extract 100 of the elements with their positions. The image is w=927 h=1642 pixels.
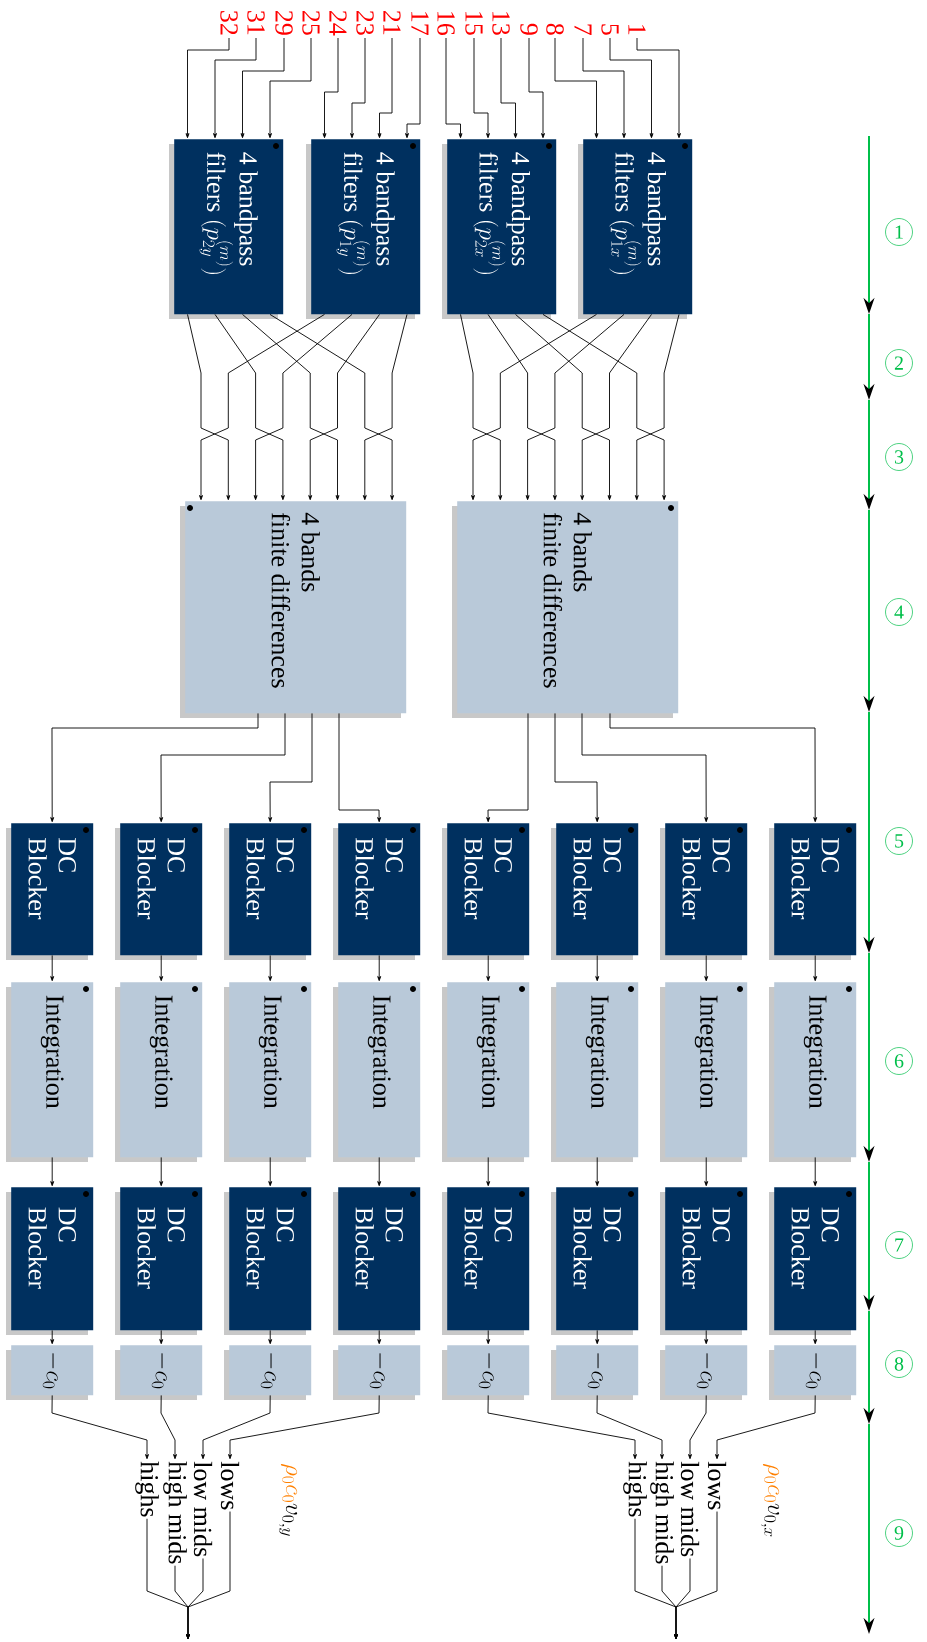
arrow <box>159 1329 164 1345</box>
arrow <box>322 37 339 139</box>
input-number: 21 <box>383 10 401 35</box>
band-label: lows <box>220 1461 240 1510</box>
arrow <box>242 313 340 501</box>
arrow <box>253 313 353 501</box>
arrow <box>159 954 164 982</box>
process-box: Integration <box>660 982 748 1162</box>
input-number: 31 <box>247 11 265 35</box>
arrow <box>50 954 55 982</box>
process-box: 4 bandpass filters $(p_{2y}^{(m)})$ <box>169 139 284 319</box>
arrow <box>50 1156 55 1187</box>
arrow <box>187 313 231 501</box>
arrow <box>473 37 490 139</box>
process-box: Integration <box>115 982 203 1162</box>
arrow <box>634 313 680 501</box>
input-number: 5 <box>601 24 619 35</box>
input-number: 1 <box>628 25 646 35</box>
process-box: $-c_0$ <box>769 1345 857 1400</box>
process-box: DC Blocker <box>6 1187 94 1335</box>
process-box: 4 bandpass filters $(p_{1y}^{(m)})$ <box>306 139 421 319</box>
band-label: lows <box>707 1461 727 1510</box>
process-box: DC Blocker <box>333 1187 421 1335</box>
input-number: 17 <box>411 12 429 36</box>
arrow <box>704 954 709 982</box>
process-box: DC Blocker <box>224 1187 312 1335</box>
arrow <box>268 1156 273 1187</box>
process-box: DC Blocker <box>6 823 94 960</box>
arrow <box>554 712 600 823</box>
arrow <box>240 37 285 139</box>
input-number: 7 <box>574 24 592 36</box>
arrow <box>582 37 626 139</box>
process-box: Integration <box>769 982 857 1162</box>
arrow <box>595 954 600 982</box>
arrow <box>595 1329 600 1345</box>
process-box: 4 bands finite differences <box>452 501 679 718</box>
process-box: 4 bandpass filters $(p_{1x}^{(m)})$ <box>578 139 693 319</box>
arrow <box>50 712 259 823</box>
process-box: Integration <box>224 982 312 1162</box>
process-box: Integration <box>333 982 421 1162</box>
input-number: 9 <box>520 23 538 35</box>
arrow <box>308 313 380 501</box>
arrow <box>186 1511 231 1640</box>
arrow <box>377 954 382 982</box>
process-box: DC Blocker <box>769 823 857 960</box>
arrow <box>201 1394 271 1460</box>
arrow <box>581 712 709 823</box>
arrow <box>528 37 545 139</box>
arrow <box>213 37 257 139</box>
arrow <box>515 313 612 501</box>
input-number: 24 <box>329 10 347 36</box>
input-number: 23 <box>356 10 374 35</box>
arrow <box>486 1329 491 1345</box>
arrow <box>487 313 557 501</box>
band-label: highs <box>135 1461 159 1517</box>
process-box: DC Blocker <box>769 1187 857 1335</box>
arrow <box>460 313 503 501</box>
arrow <box>377 1329 382 1345</box>
input-number: 8 <box>546 23 564 35</box>
process-box: DC Blocker <box>224 823 312 960</box>
arrow <box>542 313 667 501</box>
arrow <box>268 954 273 982</box>
formula-label: $\rho_0 c_0$ $v_{0,x}$ <box>761 1463 780 1537</box>
arrow <box>813 954 818 982</box>
process-box: DC Blocker <box>442 823 530 960</box>
arrow <box>487 1394 637 1460</box>
arrow <box>199 313 325 501</box>
formula-label: $\rho_0 c_0$ $v_{0,y}$ <box>278 1463 298 1536</box>
band-label: high mids <box>650 1461 674 1564</box>
arrow <box>525 313 625 501</box>
process-box: 4 bands finite differences <box>180 501 407 718</box>
arrow <box>704 1329 709 1345</box>
arrow <box>268 37 312 139</box>
arrow <box>445 37 463 139</box>
process-box: DC Blocker <box>551 1187 639 1335</box>
input-number: 32 <box>220 11 238 35</box>
input-number: 29 <box>275 10 293 35</box>
arrow <box>405 37 421 139</box>
process-box: $-c_0$ <box>333 1345 421 1400</box>
arrow <box>228 1394 380 1460</box>
band-label: high mids <box>163 1461 187 1564</box>
process-box: $-c_0$ <box>6 1345 94 1400</box>
arrow <box>609 37 654 139</box>
arrow <box>554 37 599 139</box>
arrow <box>486 954 491 982</box>
arrow <box>377 37 393 139</box>
arrow <box>51 1394 149 1460</box>
process-box: DC Blocker <box>660 823 748 960</box>
arrow <box>486 712 529 823</box>
process-box: DC Blocker <box>551 823 639 960</box>
input-number: 13 <box>492 12 510 35</box>
process-box: $-c_0$ <box>442 1345 530 1400</box>
arrow <box>595 1156 600 1187</box>
arrow <box>636 37 681 139</box>
arrow <box>704 1156 709 1187</box>
arrow <box>580 313 652 501</box>
arrow <box>609 712 818 823</box>
input-number: 25 <box>302 10 320 35</box>
process-box: $-c_0$ <box>115 1345 203 1400</box>
arrow <box>813 1329 818 1345</box>
